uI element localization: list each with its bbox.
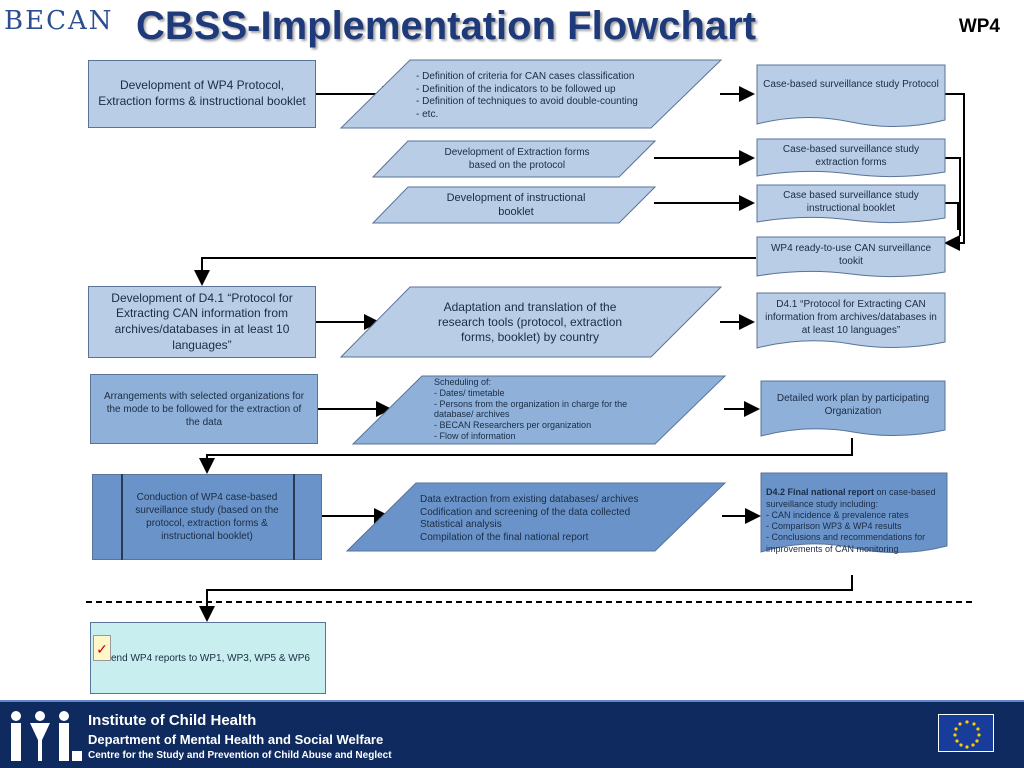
extraction-forms-document: Case-based surveillance study extraction… (756, 138, 946, 178)
d42-document: D4.2 Final national report on case-based… (760, 472, 948, 556)
d42-details: on case-based surveillance study includi… (766, 487, 936, 554)
footer-line-2: Department of Mental Health and Social W… (88, 732, 384, 747)
d42-document-text: D4.2 Final national report on case-based… (766, 476, 942, 555)
wp4-protocol-development-box: Development of WP4 Protocol, Extraction … (88, 60, 316, 128)
booklet-document-text: Case based surveillance study instructio… (783, 190, 919, 214)
criteria-definition-box: - Definition of criteria for CAN cases c… (340, 59, 722, 129)
criteria-definition-text: - Definition of criteria for CAN cases c… (416, 71, 638, 120)
arrangements-box: Arrangements with selected organizations… (90, 374, 318, 444)
logo-text: BECAN (4, 6, 114, 36)
extraction-forms-document-text: Case-based surveillance study extraction… (782, 144, 920, 168)
d41-development-box: Development of D4.1 “Protocol for Extrac… (88, 286, 316, 358)
eu-flag-icon (938, 714, 994, 752)
booklet-development-text: Development of instructional booklet (446, 192, 586, 218)
booklet-document: Case based surveillance study instructio… (756, 184, 946, 224)
arrangements-text: Arrangements with selected organizations… (103, 390, 305, 428)
conduction-text: Conduction of WP4 case-based surveillanc… (135, 492, 279, 542)
work-plan-document: Detailed work plan by participating Orga… (760, 380, 946, 438)
data-extraction-text: Data extraction from existing databases/… (420, 494, 639, 543)
footer-line-1: Institute of Child Health (88, 712, 257, 729)
wp-tag: WP4 (958, 16, 1000, 37)
toolkit-document: WP4 ready-to-use CAN surveillance tookit (756, 236, 946, 278)
toolkit-document-text: WP4 ready-to-use CAN surveillance tookit (770, 243, 932, 267)
protocol-document: Case-based surveillance study Protocol (756, 64, 946, 130)
d42-title: D4.2 Final national report (766, 487, 875, 498)
data-extraction-box: Data extraction from existing databases/… (346, 482, 726, 552)
scheduling-text: Scheduling of: - Dates/ timetable - Pers… (434, 377, 628, 441)
protocol-document-text: Case-based surveillance study Protocol (763, 79, 939, 90)
footer-line-3: Centre for the Study and Prevention of C… (88, 750, 392, 761)
page-title: CBSS-Implementation Flowchart (136, 4, 757, 48)
booklet-development-box: Development of instructional booklet (372, 186, 656, 224)
flow-connectors (86, 86, 974, 622)
checklist-icon: ✓ (93, 635, 111, 661)
d41-document: D4.1 “Protocol for Extracting CAN inform… (756, 292, 946, 350)
d41-document-text: D4.1 “Protocol for Extracting CAN inform… (765, 299, 937, 336)
extraction-forms-development-box: Development of Extraction forms based on… (372, 140, 656, 178)
footer-banner: Institute of Child Health Department of … (0, 700, 1024, 768)
institute-logo (11, 711, 82, 761)
d41-development-text: Development of D4.1 “Protocol for Extrac… (111, 290, 293, 352)
work-plan-document-text: Detailed work plan by participating Orga… (776, 393, 930, 417)
conduction-inner-frame (121, 474, 295, 560)
adaptation-translation-text: Adaptation and translation of the resear… (437, 300, 623, 344)
adaptation-translation-box: Adaptation and translation of the resear… (340, 286, 722, 358)
scheduling-box: Scheduling of: - Dates/ timetable - Pers… (352, 375, 726, 445)
becan-logo: BECAN (0, 0, 125, 48)
send-reports-text: end WP4 reports to WP1, WP3, WP5 & WP6 (111, 652, 310, 664)
conduction-box: Conduction of WP4 case-based surveillanc… (92, 474, 322, 560)
wp4-protocol-development-text: Development of WP4 Protocol, Extraction … (98, 78, 306, 108)
send-reports-box: ✓ end WP4 reports to WP1, WP3, WP5 & WP6 (90, 622, 326, 694)
extraction-forms-development-text: Development of Extraction forms based on… (444, 147, 590, 171)
